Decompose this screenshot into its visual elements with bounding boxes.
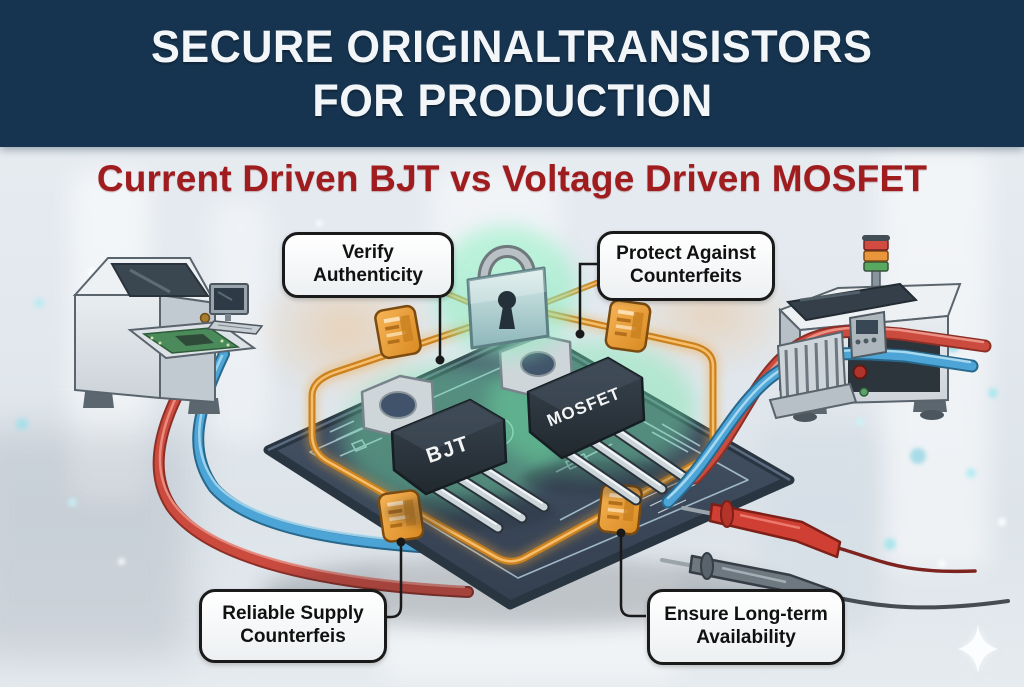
certificate-chip-icon-2 [603, 298, 653, 354]
callout-protect-line2: Counterfeits [630, 266, 742, 287]
callout-supply-line2: Counterfeis [240, 626, 346, 647]
red-test-probe-icon [681, 500, 977, 574]
callout-reliable-supply: Reliable Supply Counterfeis [199, 589, 387, 663]
certificate-chip-icon-1 [372, 303, 424, 361]
callout-longterm-availability: Ensure Long-term Availability [647, 589, 845, 665]
callout-supply-line1: Reliable Supply [222, 603, 364, 625]
padlock-icon [434, 226, 578, 358]
page-title-line2: FOR PRODUCTION [311, 74, 713, 126]
callout-availability-line2: Availability [696, 627, 796, 648]
pick-and-place-front [768, 310, 888, 420]
header-banner: SECURE ORIGINALTRANSISTORS FOR PRODUCTIO… [0, 0, 1024, 147]
callout-verify-line1: Verify [342, 242, 394, 264]
callout-availability-line1: Ensure Long-term [664, 604, 828, 626]
feeder-rack [768, 330, 858, 420]
control-panel [848, 310, 888, 360]
monitor-icon [206, 283, 264, 335]
callout-protect-counterfeits: Protect Against Counterfeits [597, 231, 775, 301]
callout-verify-authenticity: Verify Authenticity [282, 232, 454, 298]
subtitle: Current Driven BJT vs Voltage Driven MOS… [96, 158, 928, 199]
signal-tower-icon [862, 235, 890, 305]
page-title-line1: SECURE ORIGINALTRANSISTORS [151, 21, 873, 73]
callout-protect-line1: Protect Against [616, 243, 756, 265]
smt-inspection-machine [72, 257, 264, 414]
callout-verify-line2: Authenticity [313, 265, 423, 286]
bjt-transistor: BJT [360, 374, 555, 534]
